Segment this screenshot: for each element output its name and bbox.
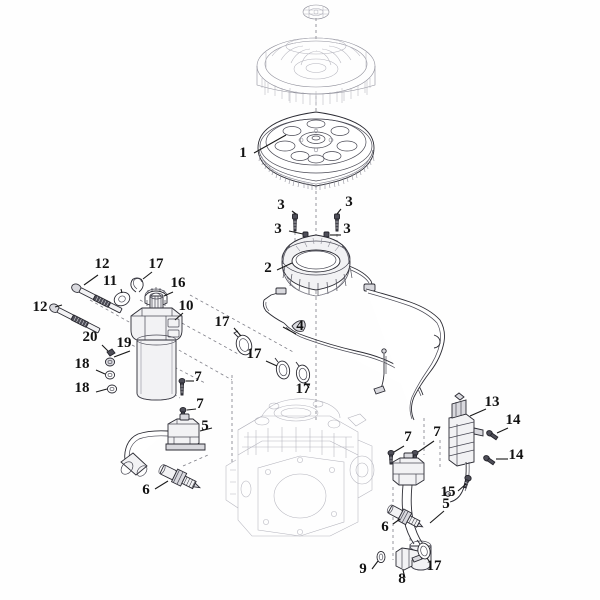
callout-3-a: 3 (277, 197, 285, 213)
callout-20: 20 (83, 329, 98, 345)
stator-alternator (281, 234, 376, 297)
callout-18-a: 18 (75, 356, 90, 372)
callout-7-d: 7 (433, 424, 441, 440)
callout-4: 4 (296, 318, 304, 334)
sealing-washer (371, 550, 386, 570)
callout-17-a: 17 (149, 256, 165, 272)
callout-15: 15 (441, 484, 456, 500)
callout-leader-4 (282, 326, 297, 335)
assembly-axis-lines (89, 18, 441, 560)
harness-clamp-upper (130, 271, 153, 293)
starter-through-bolts (49, 274, 123, 334)
callout-7-a: 7 (194, 369, 202, 385)
callout-14-b: 14 (509, 447, 525, 463)
callout-17-d: 17 (296, 381, 312, 397)
callout-14-a: 14 (506, 412, 522, 428)
callout-7-c: 7 (404, 429, 412, 445)
callout-labels: 1 2 3 3 3 3 4 5 5 6 6 7 7 7 7 8 9 10 11 … (33, 145, 525, 587)
spark-plug-left (154, 464, 202, 490)
bushing (113, 288, 131, 307)
callout-1: 1 (239, 145, 247, 161)
callout-17-c: 17 (247, 346, 263, 362)
callout-17-b: 17 (215, 314, 231, 330)
callout-leader-2 (276, 262, 293, 271)
callout-10: 10 (179, 298, 194, 314)
callout-6-b: 6 (381, 519, 389, 535)
voltage-regulator (445, 392, 487, 503)
callout-5-b: 5 (442, 496, 450, 512)
callout-8: 8 (398, 571, 406, 587)
callout-11: 11 (103, 273, 117, 289)
ignition-coil-left (120, 413, 213, 477)
callout-9: 9 (359, 561, 367, 577)
callout-12-a: 12 (95, 256, 110, 272)
flywheel-fan-cover (256, 4, 376, 106)
callout-leader-1 (253, 134, 287, 154)
callout-3-b: 3 (345, 194, 353, 210)
callout-5-a: 5 (201, 418, 209, 434)
callout-3-d: 3 (343, 221, 351, 237)
callout-17-e: 17 (427, 558, 443, 574)
harness-clamps (233, 327, 311, 389)
callout-6-a: 6 (142, 482, 150, 498)
callout-16: 16 (171, 275, 187, 291)
harness-clamp-bottom (416, 539, 432, 565)
callout-13: 13 (485, 394, 500, 410)
starter-motor (130, 292, 184, 401)
callout-12-b: 12 (33, 299, 48, 315)
wiring-harness (262, 287, 445, 421)
callout-19: 19 (117, 335, 132, 351)
sensor-fitting (395, 547, 423, 579)
ground-screw (457, 474, 472, 492)
callout-3-c: 3 (274, 221, 282, 237)
flywheel (257, 111, 375, 190)
regulator-screws (483, 427, 509, 466)
callout-2: 2 (264, 260, 272, 276)
callout-18-b: 18 (75, 380, 90, 396)
spark-plug-right (386, 504, 424, 528)
engine-block-ghost (225, 398, 375, 537)
callout-7-b: 7 (196, 396, 204, 412)
terminal-hardware (95, 344, 131, 394)
